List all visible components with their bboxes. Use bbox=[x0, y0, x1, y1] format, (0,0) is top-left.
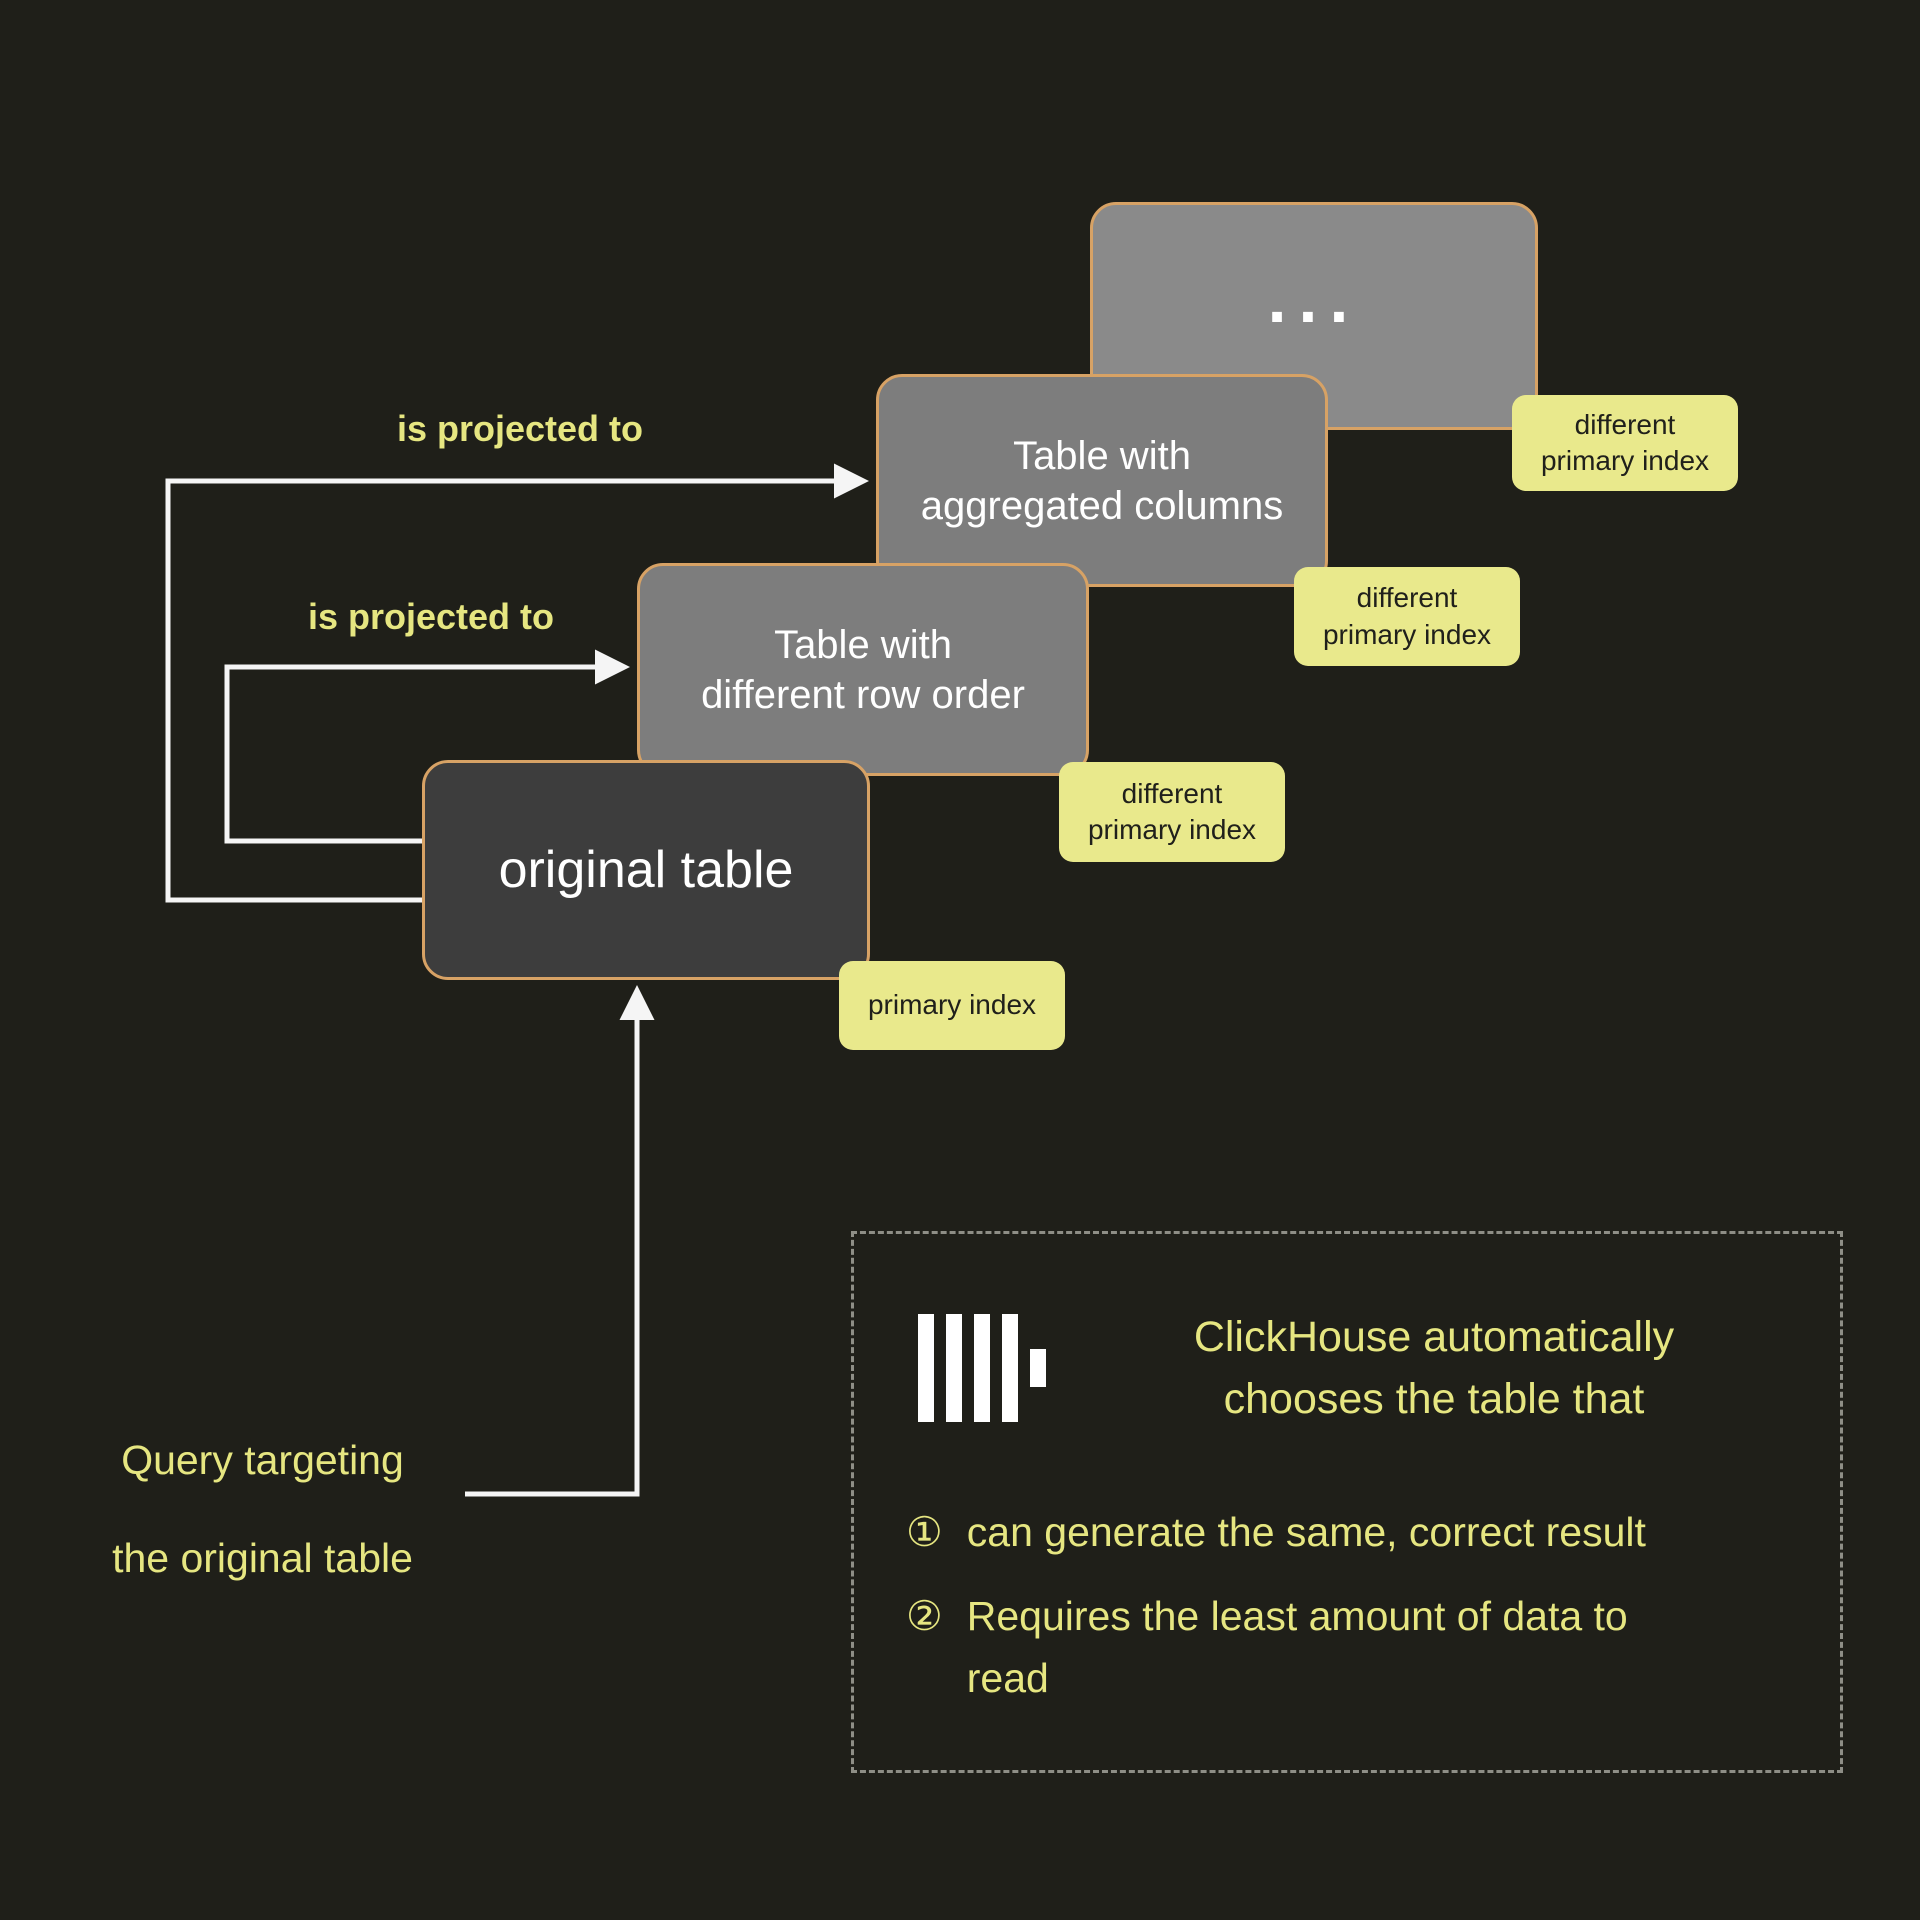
card-original-label: original table bbox=[498, 841, 794, 899]
arrow-original-to-aggregated bbox=[165, 463, 869, 903]
info-item-2: ② Requires the least amount of data to r… bbox=[906, 1586, 1667, 1709]
card-row-order-label-line2: different row order bbox=[701, 672, 1025, 717]
sticker-row-order-line2: primary index bbox=[1087, 814, 1257, 845]
circled-two-icon: ② bbox=[906, 1593, 943, 1639]
sticker-aggregated-line1: different bbox=[1356, 582, 1458, 614]
arrow-original-to-row-order bbox=[224, 649, 630, 844]
clickhouse-logo-dot bbox=[1030, 1349, 1046, 1387]
clickhouse-info-box: ClickHouse automatically chooses the tab… bbox=[851, 1231, 1843, 1773]
clickhouse-logo-bar bbox=[974, 1314, 990, 1422]
card-original-table: original table bbox=[422, 760, 870, 980]
info-item-2-text: Requires the least amount of data to rea… bbox=[966, 1593, 1628, 1701]
circled-one-icon: ① bbox=[906, 1509, 943, 1555]
card-aggregated-label-line1: Table with bbox=[1013, 433, 1191, 478]
info-heading-line2: chooses the table that bbox=[1223, 1375, 1645, 1424]
clickhouse-logo-bar bbox=[1002, 1314, 1018, 1422]
query-caption-line2: the original table bbox=[112, 1535, 413, 1581]
sticker-row-order-primary-index: different primary index bbox=[1059, 762, 1285, 862]
card-aggregated-label-line2: aggregated columns bbox=[920, 483, 1284, 528]
sticker-row-order-line1: different bbox=[1121, 777, 1223, 809]
info-heading: ClickHouse automatically chooses the tab… bbox=[1084, 1306, 1784, 1431]
sticker-more-line1: different bbox=[1574, 408, 1676, 440]
info-item-1-text: can generate the same, correct result bbox=[966, 1509, 1646, 1555]
clickhouse-logo-bar bbox=[918, 1314, 934, 1422]
info-heading-line1: ClickHouse automatically bbox=[1193, 1313, 1675, 1361]
edge-label-is-projected-to-top: is projected to bbox=[396, 408, 644, 449]
query-caption-line1: Query targeting bbox=[121, 1437, 404, 1483]
sticker-more-line2: primary index bbox=[1540, 445, 1710, 476]
card-aggregated-columns: Table with aggregated columns bbox=[876, 374, 1328, 587]
sticker-original-label: primary index bbox=[867, 989, 1037, 1021]
card-row-order-label-line1: Table with bbox=[774, 622, 952, 667]
clickhouse-logo-bar bbox=[946, 1314, 962, 1422]
info-item-1: ① can generate the same, correct result bbox=[906, 1502, 1667, 1564]
sticker-aggregated-primary-index: different primary index bbox=[1294, 567, 1520, 666]
card-different-row-order: Table with different row order bbox=[637, 563, 1089, 776]
sticker-aggregated-line2: primary index bbox=[1322, 618, 1492, 650]
arrow-query-to-original bbox=[465, 985, 655, 1497]
more-tables-ellipsis: ... bbox=[1267, 261, 1361, 337]
clickhouse-logo-icon bbox=[918, 1314, 1046, 1422]
sticker-more-primary-index: different primary index bbox=[1512, 395, 1738, 491]
sticker-original-primary-index: primary index bbox=[839, 961, 1065, 1050]
edge-label-is-projected-to-mid: is projected to bbox=[307, 596, 555, 637]
